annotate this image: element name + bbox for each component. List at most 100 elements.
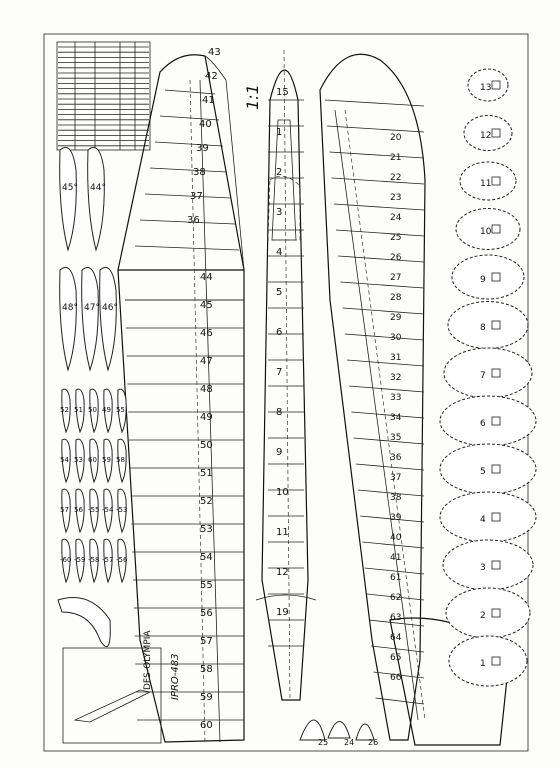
part-number: 33	[390, 393, 401, 403]
svg-text:26: 26	[368, 738, 378, 747]
part-number: 45°	[62, 183, 78, 193]
part-number: 9	[480, 275, 486, 285]
part-number: 44	[200, 272, 213, 283]
part-number: 65	[390, 653, 401, 663]
part-number: 54	[200, 552, 213, 563]
part-number: 23	[390, 193, 401, 203]
part-number: 44°	[90, 183, 106, 193]
part-number: 12	[480, 131, 491, 141]
part-number: 57	[60, 506, 69, 514]
part-number: 51	[200, 468, 213, 479]
part-number: 27	[390, 273, 401, 283]
part-number: 37	[390, 473, 401, 483]
svg-text:25: 25	[318, 738, 328, 747]
part-number: 5	[480, 467, 486, 477]
part-number: -60	[60, 556, 71, 564]
part-number: 46	[200, 328, 213, 339]
part-number: 1	[276, 127, 282, 138]
part-number: 46°	[102, 303, 118, 313]
subtitle-text: IPRO-483	[170, 654, 181, 701]
part-number: 56	[200, 608, 213, 619]
part-number: 7	[276, 367, 282, 378]
part-number: 55	[116, 406, 125, 414]
part-number: 26	[390, 253, 402, 263]
part-number: 28	[390, 293, 402, 303]
part-number: 59	[102, 456, 111, 464]
part-number: 3	[480, 563, 486, 573]
part-numbers: 4342414039383736444546474849505152535455…	[187, 47, 402, 731]
part-number: 5	[276, 287, 282, 298]
fuselage-frames: 13 12 11 10 9 8 7 6 5 4 3 2 1	[439, 68, 537, 687]
part-number: 47°	[84, 303, 100, 313]
part-number: 49	[102, 406, 111, 414]
fuselage-top-view	[255, 49, 317, 701]
part-number: 43	[208, 47, 221, 58]
part-number: 12	[276, 567, 289, 578]
part-number: 29	[390, 313, 402, 323]
part-number: 2	[276, 167, 282, 178]
part-number: 41	[202, 95, 215, 106]
part-number: 61	[390, 573, 401, 583]
part-number: 2	[480, 611, 486, 621]
part-number: 10	[480, 227, 492, 237]
part-number: 8	[480, 323, 486, 333]
part-number: 59	[200, 692, 213, 703]
part-number: 49	[200, 412, 213, 423]
part-number: -57	[102, 556, 113, 564]
part-number: 8	[276, 407, 282, 418]
part-number: 15	[276, 87, 289, 98]
part-number: 19	[276, 607, 289, 618]
part-number: 9	[276, 447, 282, 458]
part-number: 54	[60, 456, 69, 464]
title-text: DFS-OLYMPIA	[143, 630, 153, 690]
part-number: 25	[390, 233, 401, 243]
part-number: 13	[480, 83, 491, 93]
part-number: 51	[74, 406, 83, 414]
wing-panel	[117, 54, 245, 743]
part-number: 6	[480, 419, 486, 429]
part-number: 55	[200, 580, 213, 591]
part-number: 22	[390, 173, 401, 183]
part-number: 21	[390, 153, 401, 163]
part-number: 4	[276, 247, 282, 258]
part-number: 35	[390, 433, 401, 443]
part-number: 63	[390, 613, 401, 623]
part-number: 36	[187, 215, 200, 226]
part-number: 11	[276, 527, 289, 538]
part-number: 34	[390, 413, 402, 423]
part-number: -53	[116, 506, 127, 514]
part-number: 3	[276, 207, 282, 218]
part-number: 32	[390, 373, 401, 383]
part-number: 38	[193, 167, 206, 178]
part-number: 30	[390, 333, 402, 343]
bottom-parts: 25 24 26	[299, 719, 378, 747]
part-number: 62	[390, 593, 401, 603]
title-block: DFS-OLYMPIA IPRO-483	[62, 630, 181, 744]
part-number: 40	[199, 119, 212, 130]
part-number: 11	[480, 179, 491, 189]
part-number: 56	[74, 506, 83, 514]
part-number: 37	[190, 191, 203, 202]
part-number: 45	[200, 300, 213, 311]
part-number: 36	[390, 453, 402, 463]
part-number: 50	[88, 406, 97, 414]
part-number: 24	[390, 213, 402, 223]
part-number: 64	[390, 633, 402, 643]
part-number: 42	[205, 71, 218, 82]
skid-part	[57, 597, 111, 648]
part-number: 20	[390, 133, 402, 143]
part-number: 60	[88, 456, 97, 464]
scale-label: 1:1	[243, 84, 262, 110]
part-number: 66	[390, 673, 402, 683]
svg-text:24: 24	[344, 738, 354, 747]
part-number: 58	[200, 664, 213, 675]
part-number: 41	[390, 553, 401, 563]
part-number: 1	[480, 659, 486, 669]
part-number: 60	[200, 720, 213, 731]
part-number: 7	[480, 371, 486, 381]
part-number: 4	[480, 515, 486, 525]
part-number: 38	[390, 493, 402, 503]
